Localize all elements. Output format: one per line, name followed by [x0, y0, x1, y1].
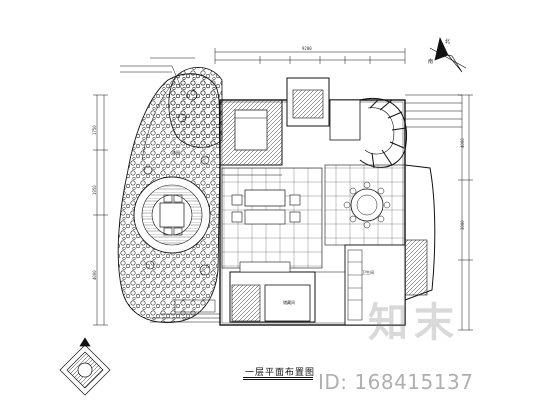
watermark-id: ID: 168415137 [318, 370, 474, 394]
upper-garden-lobe [168, 66, 223, 148]
left-dimension-label-3: 4000 [92, 270, 97, 280]
spiral-stair [359, 98, 407, 169]
top-dimension-line [214, 48, 406, 64]
top-middle-rooms [286, 77, 361, 141]
north-label-a: 北 [445, 39, 451, 45]
watermark-logo: 知末 [368, 300, 460, 346]
caption-underline-2 [243, 379, 313, 380]
plants [143, 89, 211, 276]
top-left-room [219, 99, 283, 166]
north-arrow [429, 36, 467, 73]
top-dimension-label: 9200 [302, 46, 312, 51]
annotation-leaders [120, 57, 195, 91]
left-dimension-label-1: 1750 [92, 125, 97, 135]
dining-area [324, 164, 406, 246]
room-label-storage: 储藏间 [283, 300, 295, 305]
kitchen [344, 244, 406, 326]
room-label-garden: 花园 [172, 150, 180, 155]
living-room [221, 167, 323, 269]
room-label-bath: 卫生间 [362, 270, 374, 275]
right-dimension-label-1: 4000 [460, 138, 465, 148]
left-dimension-line [93, 94, 108, 326]
circular-patio [133, 176, 211, 254]
left-dimension-label-2: 1950 [92, 185, 97, 195]
drawing-caption: 一层平面布置图 [245, 368, 316, 378]
right-dimension-line [405, 94, 473, 331]
right-dimension-label-2: 3000 [460, 220, 465, 230]
caption-underline [243, 377, 313, 378]
entry-steps [150, 299, 220, 323]
right-wing [404, 164, 436, 301]
compass-rose [59, 337, 111, 396]
north-label-b: 南 [428, 59, 434, 65]
bottom-middle-rooms [229, 261, 345, 323]
